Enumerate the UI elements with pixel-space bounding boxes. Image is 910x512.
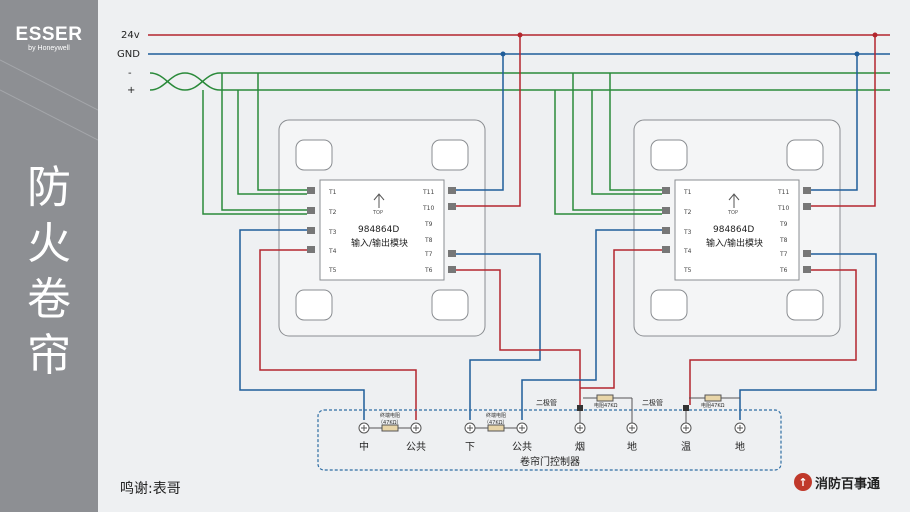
title-char: 火 — [27, 218, 71, 269]
ctrl-terminal: 公共 — [406, 441, 426, 453]
term-label: T9 — [779, 221, 788, 228]
resistor-value: （47KΩ） — [484, 420, 507, 426]
publisher-logo: ↑ 消防百事通 — [794, 472, 880, 492]
term-label: T11 — [422, 189, 434, 196]
term-label: T10 — [777, 205, 789, 212]
title-char: 卷 — [27, 274, 71, 325]
ctrl-terminal: 公共 — [512, 441, 532, 453]
ctrl-terminal: 下 — [465, 442, 475, 453]
term-label: T2 — [328, 209, 337, 216]
term-label: T4 — [683, 248, 692, 255]
bus-label-gnd: GND — [117, 49, 140, 60]
term-label: T4 — [328, 248, 337, 255]
term-label: T9 — [424, 221, 433, 228]
top-label: TOP — [727, 210, 738, 216]
flame-icon: ↑ — [794, 473, 812, 491]
term-label: T8 — [779, 237, 788, 244]
brand-sub: by Honeywell — [28, 45, 70, 52]
term-label: T5 — [683, 267, 692, 274]
resistor-label: 电阻47KΩ — [701, 402, 725, 409]
credit-text: 鸣谢:表哥 — [120, 481, 181, 497]
wiring-diagram: 24v GND - + TOP 984864D 输入/输出模块 T1 T2 T3… — [117, 30, 890, 471]
publisher-name: 消防百事通 — [815, 476, 881, 492]
ctrl-terminal: 地 — [627, 440, 637, 453]
bus-label-24v: 24v — [121, 30, 140, 41]
term-label: T11 — [777, 189, 789, 196]
title-char: 防 — [27, 162, 71, 213]
module-name: 输入/输出模块 — [351, 237, 408, 249]
curtain-controller: 中 公共 下 公共 烟 地 温 地 卷帘门控制器 终端电阻 （47KΩ） 终端电… — [317, 394, 782, 471]
term-label: T7 — [424, 251, 433, 258]
term-label: T1 — [328, 189, 337, 196]
top-label: TOP — [372, 210, 383, 216]
module-name: 输入/输出模块 — [706, 237, 763, 249]
sidebar: ESSER by Honeywell 防 火 卷 帘 — [0, 0, 98, 512]
ctrl-terminal: 温 — [681, 441, 691, 453]
wires-module-2 — [521, 35, 877, 420]
io-module-2: TOP 984864D 输入/输出模块 T1 T2 T3 T4 T5 T11 T… — [633, 119, 841, 337]
resistor-label: 终端电阻 — [486, 412, 506, 419]
resistor-value: （47KΩ） — [378, 420, 401, 426]
controller-title: 卷帘门控制器 — [520, 455, 580, 468]
page-title: 防 火 卷 帘 — [0, 160, 98, 384]
term-label: T1 — [683, 189, 692, 196]
term-label: T3 — [683, 229, 692, 236]
module-model: 984864D — [713, 225, 754, 235]
bus-label-neg: - — [128, 68, 132, 79]
io-module-1: TOP 984864D 输入/输出模块 T1 T2 T3 T4 T5 T11 T… — [278, 119, 486, 337]
term-label: T7 — [779, 251, 788, 258]
term-label: T2 — [683, 209, 692, 216]
diode-label: 二极管 — [642, 398, 663, 407]
wires-module-1 — [202, 35, 581, 420]
resistor-label: 终端电阻 — [380, 412, 400, 419]
resistor-label: 电阻47KΩ — [594, 402, 618, 409]
term-label: T6 — [424, 267, 433, 274]
ctrl-terminal: 地 — [735, 440, 745, 453]
term-label: T8 — [424, 237, 433, 244]
ctrl-terminal: 烟 — [575, 440, 585, 453]
term-label: T6 — [779, 267, 788, 274]
bus-label-pos: + — [127, 85, 135, 96]
term-label: T5 — [328, 267, 337, 274]
ctrl-terminal: 中 — [359, 440, 369, 453]
term-label: T10 — [422, 205, 434, 212]
brand-logo: ESSER — [15, 24, 83, 45]
sidebar-decor — [0, 59, 98, 141]
title-char: 帘 — [27, 330, 71, 381]
term-label: T3 — [328, 229, 337, 236]
module-model: 984864D — [358, 225, 399, 235]
bus-lines — [148, 32, 890, 91]
diode-label: 二极管 — [536, 398, 557, 407]
